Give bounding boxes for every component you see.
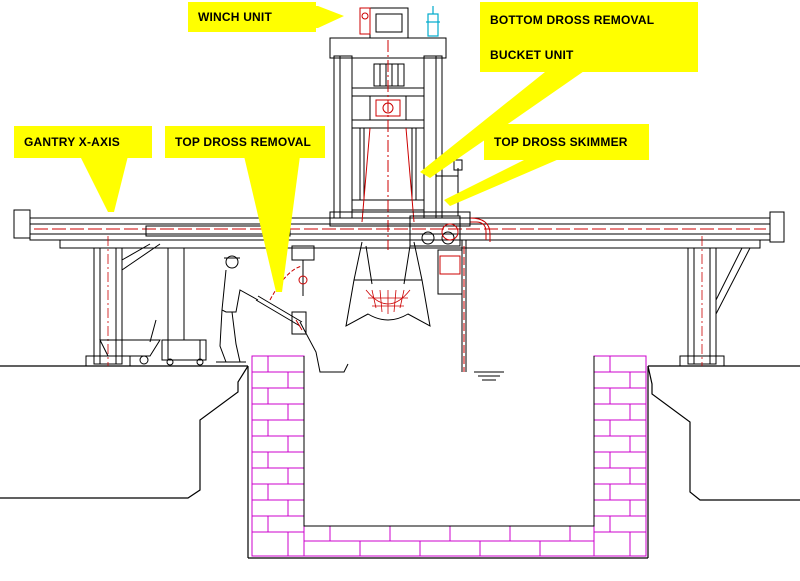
bottom-dross-label-line1: BOTTOM DROSS REMOVAL bbox=[490, 12, 655, 27]
pit-inner-outline bbox=[303, 356, 595, 527]
bucket-red-mesh bbox=[365, 289, 411, 314]
top-dross-removal-label: TOP DROSS REMOVAL bbox=[165, 126, 325, 158]
dross-bucket bbox=[345, 241, 431, 327]
top-dross-tool bbox=[255, 245, 349, 373]
bath-surface bbox=[474, 371, 504, 381]
gantry-beam bbox=[13, 209, 785, 249]
brick-lining bbox=[251, 355, 647, 557]
top-dross-red bbox=[269, 265, 308, 331]
gantry-x-axis-label: GANTRY X-AXIS bbox=[14, 126, 152, 158]
gantry-rail-red bbox=[34, 217, 766, 242]
operator-figure bbox=[216, 255, 259, 363]
skimmer-red bbox=[439, 223, 465, 372]
tower-red-detail bbox=[359, 7, 415, 250]
dross-cart bbox=[99, 247, 207, 366]
foundation bbox=[0, 365, 800, 559]
winch-unit-label: WINCH UNIT bbox=[188, 2, 316, 32]
winch-valve-icon bbox=[426, 6, 440, 37]
top-dross-skimmer-label: TOP DROSS SKIMMER bbox=[484, 124, 649, 160]
leg-centerlines bbox=[107, 236, 703, 366]
bottom-dross-label: BOTTOM DROSS REMOVAL BUCKET UNIT bbox=[480, 2, 698, 72]
bottom-dross-label-line2: BUCKET UNIT bbox=[490, 47, 574, 62]
